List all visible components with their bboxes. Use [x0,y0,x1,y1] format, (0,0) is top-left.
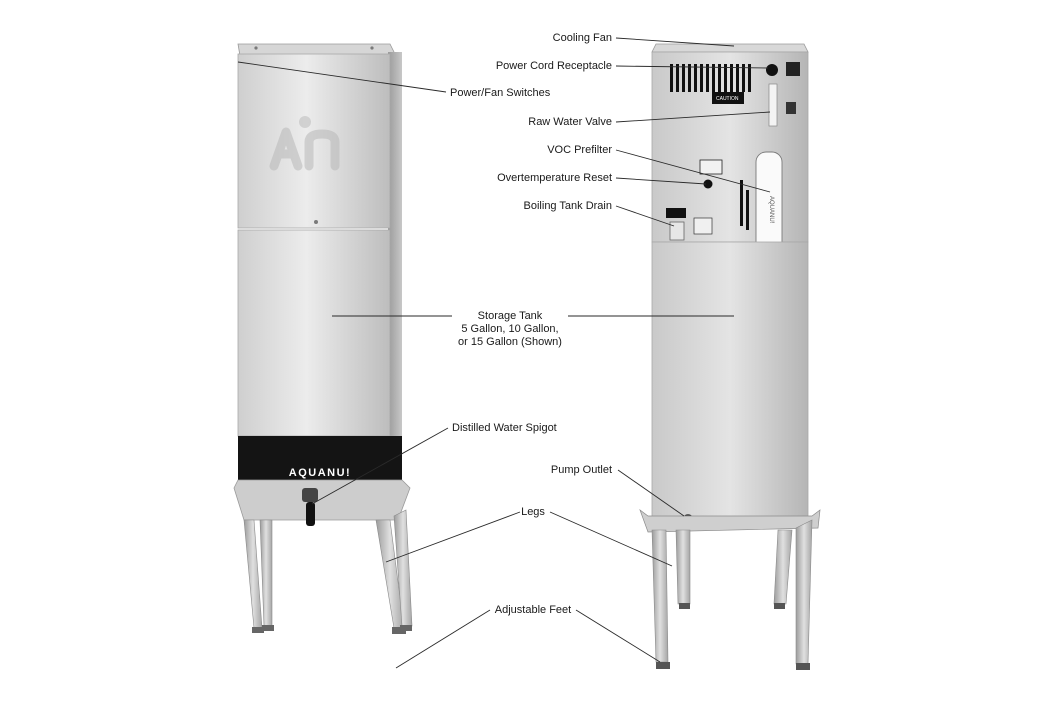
leader-power-cord [615,65,769,69]
back-storage-tank [651,241,809,519]
front-leg [243,519,263,629]
leader-pump-outlet [617,469,685,517]
front-foot [392,627,406,634]
front-screw [314,220,318,224]
front-screw [370,46,374,50]
leader-boiling-tank-drain [615,205,675,227]
label-boiling-tank-drain: Boiling Tank Drain [523,200,612,212]
front-unit: AQUANU! [233,43,413,634]
leader-power-fan-switches [237,61,447,93]
back-leg [795,519,813,665]
label-power-cord-receptacle: Power Cord Receptacle [495,60,612,72]
leader-adjustable-feet-right [575,609,661,663]
leader-overtemperature-reset [615,177,707,185]
front-logo-mark [269,116,340,171]
back-base-bracket [639,509,821,533]
label-storage-tank-line3: or 15 Gallon (Shown) [458,336,562,348]
front-base-tray [233,479,411,521]
leader-voc-prefilter [615,149,771,193]
label-overtemperature-reset: Overtemperature Reset [497,172,612,184]
voc-sticker [699,159,723,175]
power-switch-block [786,62,800,76]
power-cord-receptacle [766,64,778,76]
front-foot [400,625,412,631]
label-distilled-water-spigot: Distilled Water Spigot [452,422,557,434]
panel-slot [746,190,749,230]
back-foot [796,663,810,670]
drain-sticker [666,208,686,218]
leader-legs-right [549,511,673,567]
spigot-body [302,488,318,502]
label-storage-tank-line1: Storage Tank [477,310,543,322]
back-foot [656,662,670,669]
panel-slot [740,180,743,226]
back-leg [675,529,691,605]
label-power-fan-switches: Power/Fan Switches [450,87,551,99]
label-adjustable-feet: Adjustable Feet [494,604,572,616]
back-leg [773,529,793,605]
raw-water-valve [768,83,778,127]
front-brand-name: AQUANU! [289,467,351,479]
cooling-vents [670,64,751,92]
front-foot [262,625,274,631]
label-legs: Legs [521,506,545,518]
front-screw [254,46,258,50]
label-storage-tank-line2: 5 Gallon, 10 Gallon, [461,323,559,335]
spigot-handle [306,502,315,526]
caution-sticker-lower [693,217,713,235]
front-storage-tank [237,229,391,437]
leader-lines [237,37,771,669]
front-leg [259,519,273,627]
caution-label [712,92,744,104]
back-foot [679,603,690,609]
back-foot [774,603,785,609]
leader-adjustable-feet-left [395,609,491,669]
front-brand-band [238,436,402,480]
prefilter-brand: AQUANU! [768,196,774,224]
label-raw-water-valve: Raw Water Valve [528,116,612,128]
front-upper-housing [237,53,391,229]
valve-bracket [786,102,796,114]
leader-raw-water-valve [615,111,771,123]
caution-label-text: CAUTION [716,96,739,102]
back-unit: CAUTION AQUANU! [639,43,821,670]
front-side-strip [388,52,402,464]
boiling-tank-drain [669,221,685,241]
front-foot [252,627,264,633]
leader-cooling-fan [615,37,735,47]
leader-legs-left [385,511,521,563]
leader-distilled-spigot [311,427,449,505]
label-voc-prefilter: VOC Prefilter [547,144,612,156]
back-top-lid [651,43,809,53]
overtemperature-reset-button [703,179,713,189]
label-storage-tank: Storage Tank 5 Gallon, 10 Gallon, or 15 … [458,310,562,349]
label-pump-outlet: Pump Outlet [550,464,612,476]
label-cooling-fan: Cooling Fan [552,32,612,44]
back-leg [651,529,669,663]
